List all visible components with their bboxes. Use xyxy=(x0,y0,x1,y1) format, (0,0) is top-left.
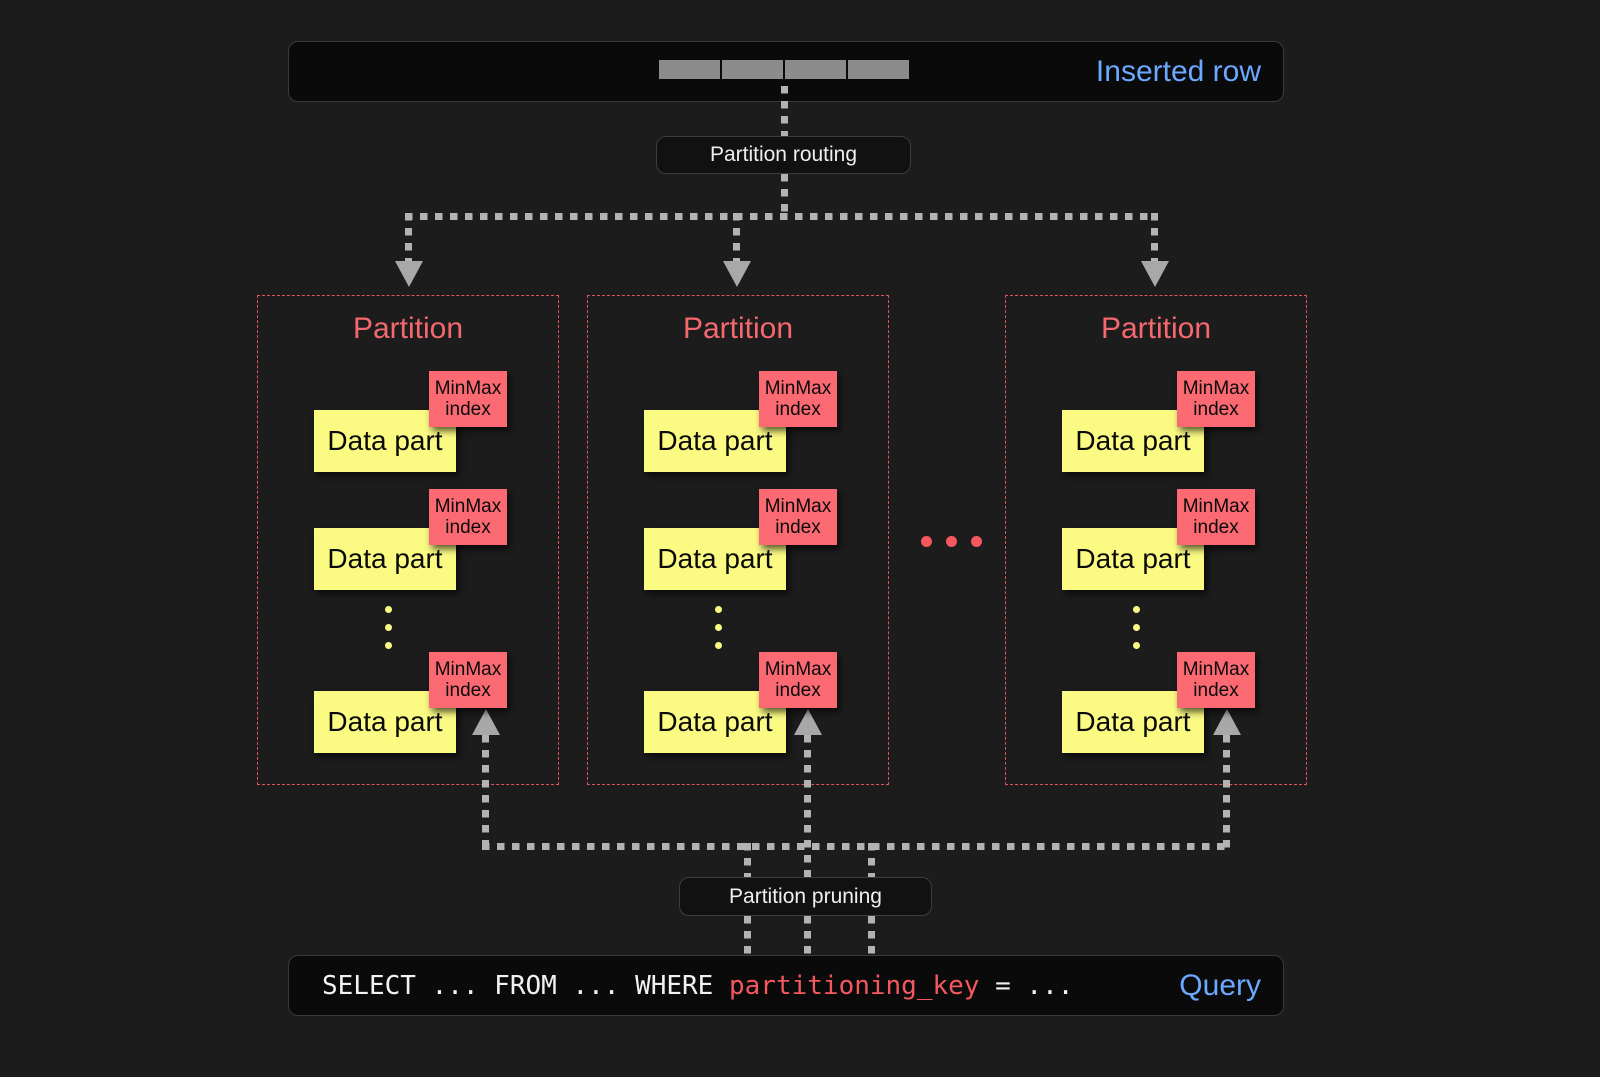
minmax-line-2: index xyxy=(775,399,821,420)
connector-pruning-to-query-2 xyxy=(804,916,811,956)
partition-pruning-box: Partition pruning xyxy=(679,877,932,916)
minmax-line-2: index xyxy=(775,517,821,538)
minmax-line-2: index xyxy=(1193,399,1239,420)
inserted-row-label: Inserted row xyxy=(1095,54,1261,88)
partition-routing-box: Partition routing xyxy=(656,136,911,174)
partition-title-3: Partition xyxy=(1100,312,1212,345)
dot xyxy=(385,606,392,613)
partition-title-1: Partition xyxy=(352,312,464,345)
minmax-line-2: index xyxy=(445,680,491,701)
arrow-up-partition-1 xyxy=(472,709,500,735)
dot xyxy=(1133,624,1140,631)
partition-ellipsis xyxy=(921,536,982,547)
minmax-line-2: index xyxy=(445,399,491,420)
row-cell xyxy=(785,60,846,79)
dot xyxy=(385,624,392,631)
row-cell xyxy=(848,60,909,79)
row-cell xyxy=(659,60,720,79)
minmax-line-2: index xyxy=(775,680,821,701)
arrow-up-partition-3 xyxy=(1213,709,1241,735)
dot xyxy=(385,642,392,649)
minmax-line-1: MinMax xyxy=(1182,495,1250,517)
connector-bus-to-partition-2 xyxy=(733,213,740,265)
minmax-line-1: MinMax xyxy=(434,377,502,399)
partition-title-2: Partition xyxy=(682,312,794,345)
query-partitioning-key: partitioning_key xyxy=(729,971,980,1001)
connector-bus-to-partition-1 xyxy=(405,213,412,265)
minmax-line-1: MinMax xyxy=(434,495,502,517)
vertical-ellipsis-dots xyxy=(715,606,722,649)
partition-routing-label: Partition routing xyxy=(709,143,858,166)
connector-row-to-routing xyxy=(781,86,788,138)
inserted-row-cells xyxy=(659,60,909,79)
vertical-ellipsis-dots xyxy=(1133,606,1140,649)
routing-bus-horizontal xyxy=(405,213,1158,220)
connector-routing-to-bus xyxy=(781,174,788,216)
arrow-down-partition-1 xyxy=(395,261,423,287)
arrow-up-partition-2 xyxy=(794,709,822,735)
minmax-line-2: index xyxy=(1193,680,1239,701)
dot xyxy=(715,642,722,649)
minmax-line-1: MinMax xyxy=(764,377,832,399)
connector-pruning-to-partition-2 xyxy=(804,735,811,920)
dot xyxy=(921,536,932,547)
connector-pruning-to-query-3 xyxy=(868,916,875,956)
minmax-line-1: MinMax xyxy=(764,495,832,517)
minmax-line-1: MinMax xyxy=(1182,658,1250,680)
arrow-down-partition-2 xyxy=(723,261,751,287)
query-label: Query xyxy=(1179,968,1261,1002)
data-part: Data part xyxy=(314,410,456,472)
dot xyxy=(715,624,722,631)
pruning-bus-horizontal xyxy=(482,843,1232,850)
minmax-line-2: index xyxy=(445,517,491,538)
dot xyxy=(946,536,957,547)
query-bar: Query xyxy=(288,955,1284,1016)
dot xyxy=(715,606,722,613)
minmax-line-1: MinMax xyxy=(764,658,832,680)
connector-pruning-to-partition-3 xyxy=(1223,735,1230,848)
connector-pruning-to-partition-1 xyxy=(482,735,489,848)
dot xyxy=(1133,642,1140,649)
partition-pruning-label: Partition pruning xyxy=(729,884,882,908)
vertical-ellipsis-dots xyxy=(385,606,392,649)
connector-bus-to-partition-3 xyxy=(1151,213,1158,265)
row-cell xyxy=(722,60,783,79)
minmax-line-1: MinMax xyxy=(1182,377,1250,399)
query-suffix: = ... xyxy=(979,971,1074,1001)
dot xyxy=(1133,606,1140,613)
query-prefix: SELECT ... FROM ... WHERE xyxy=(322,971,729,1001)
minmax-line-2: index xyxy=(1193,517,1239,538)
query-sql-text: SELECT ... FROM ... WHERE partitioning_k… xyxy=(322,971,1073,1001)
connector-pruning-to-query-1 xyxy=(744,916,751,956)
arrow-down-partition-3 xyxy=(1141,261,1169,287)
minmax-line-1: MinMax xyxy=(434,658,502,680)
dot xyxy=(971,536,982,547)
